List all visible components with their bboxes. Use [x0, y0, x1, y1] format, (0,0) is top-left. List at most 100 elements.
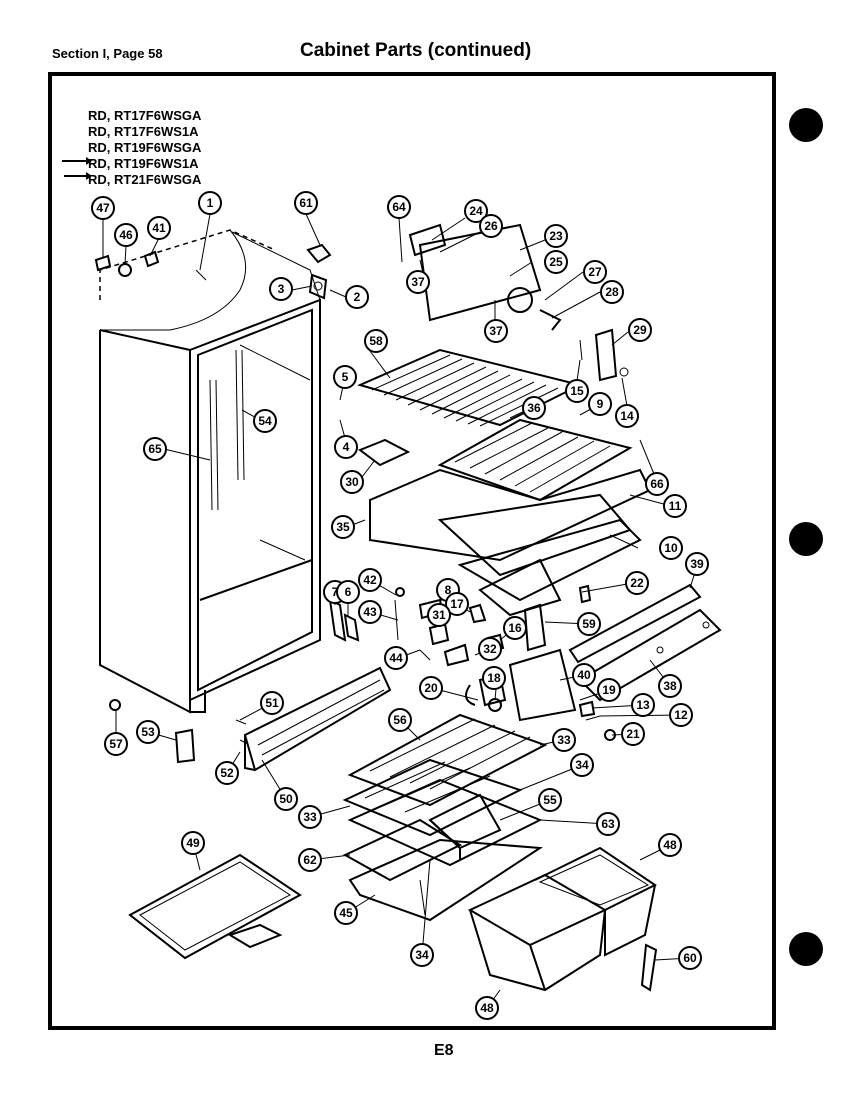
svg-text:12: 12	[674, 708, 688, 722]
svg-text:4: 4	[343, 440, 350, 454]
svg-text:40: 40	[577, 668, 591, 682]
callout: 2	[345, 285, 369, 309]
callout: 34	[410, 943, 434, 967]
svg-text:46: 46	[119, 228, 133, 242]
svg-text:61: 61	[299, 196, 313, 210]
callout: 64	[387, 195, 411, 219]
callout: 37	[406, 270, 430, 294]
svg-text:27: 27	[588, 265, 602, 279]
svg-text:5: 5	[342, 370, 349, 384]
svg-text:1: 1	[207, 196, 214, 210]
svg-text:52: 52	[220, 766, 234, 780]
svg-text:53: 53	[141, 725, 155, 739]
svg-text:33: 33	[557, 733, 571, 747]
callout: 18	[482, 666, 506, 690]
svg-text:13: 13	[636, 698, 650, 712]
svg-text:17: 17	[450, 597, 464, 611]
svg-text:65: 65	[148, 442, 162, 456]
svg-text:30: 30	[345, 475, 359, 489]
svg-text:26: 26	[484, 219, 498, 233]
svg-text:11: 11	[669, 499, 682, 513]
callout: 19	[597, 678, 621, 702]
callout: 17	[445, 592, 469, 616]
svg-text:43: 43	[363, 605, 377, 619]
callout: 34	[570, 753, 594, 777]
svg-text:19: 19	[602, 683, 616, 697]
callout: 15	[565, 379, 589, 403]
svg-text:55: 55	[543, 793, 557, 807]
svg-text:47: 47	[96, 201, 110, 215]
svg-text:23: 23	[549, 229, 563, 243]
callout: 39	[685, 552, 709, 576]
callout: 12	[669, 703, 693, 727]
freezer-shelf-assembly	[357, 418, 652, 617]
callout: 11	[663, 494, 687, 518]
svg-text:15: 15	[570, 384, 584, 398]
svg-text:29: 29	[633, 323, 647, 337]
svg-text:37: 37	[411, 275, 425, 289]
svg-text:59: 59	[582, 617, 596, 631]
callout: 28	[600, 280, 624, 304]
callout: 32	[478, 637, 502, 661]
callout: 5	[333, 365, 357, 389]
svg-text:50: 50	[279, 792, 293, 806]
callout: 13	[631, 693, 655, 717]
svg-text:63: 63	[601, 817, 615, 831]
svg-text:33: 33	[303, 810, 317, 824]
svg-text:18: 18	[487, 671, 501, 685]
svg-text:31: 31	[432, 608, 446, 622]
arrow-head	[86, 172, 92, 180]
callout: 45	[334, 901, 358, 925]
svg-text:20: 20	[424, 681, 438, 695]
callout: 60	[678, 946, 702, 970]
svg-text:41: 41	[152, 221, 166, 235]
svg-text:60: 60	[683, 951, 697, 965]
svg-text:28: 28	[605, 285, 619, 299]
callout: 49	[181, 831, 205, 855]
svg-text:64: 64	[392, 200, 406, 214]
svg-text:34: 34	[575, 758, 589, 772]
callout: 36	[522, 396, 546, 420]
callout: 26	[479, 214, 503, 238]
callout: 42	[358, 568, 382, 592]
callout: 30	[340, 470, 364, 494]
callout: 44	[384, 646, 408, 670]
callout: 33	[552, 728, 576, 752]
callout: 58	[364, 329, 388, 353]
svg-text:57: 57	[109, 737, 123, 751]
drip-tray	[128, 853, 302, 960]
svg-text:51: 51	[265, 696, 279, 710]
callout: 29	[628, 318, 652, 342]
crisper-drawers	[467, 846, 658, 992]
binder-hole	[789, 522, 823, 556]
side-rails	[568, 583, 722, 702]
callout: 55	[538, 788, 562, 812]
svg-text:48: 48	[663, 838, 677, 852]
callout: 51	[260, 691, 284, 715]
svg-text:42: 42	[363, 573, 377, 587]
svg-text:14: 14	[620, 409, 634, 423]
svg-text:35: 35	[336, 520, 350, 534]
model-item: RD, RT19F6WS1A	[88, 156, 199, 171]
callout: 41	[147, 216, 171, 240]
section-page-label: Section I, Page 58	[52, 46, 163, 61]
svg-text:39: 39	[690, 557, 704, 571]
callout: 33	[298, 805, 322, 829]
svg-text:9: 9	[597, 397, 604, 411]
callout: 47	[91, 196, 115, 220]
callout: 48	[658, 833, 682, 857]
leader-lines	[102, 213, 698, 1009]
callout: 65	[143, 437, 167, 461]
callout: 25	[544, 250, 568, 274]
svg-text:7: 7	[332, 585, 339, 599]
callout: 50	[274, 787, 298, 811]
toe-grille	[243, 666, 392, 772]
wire-shelf	[357, 348, 583, 427]
callout: 52	[215, 761, 239, 785]
svg-text:66: 66	[650, 477, 664, 491]
svg-text:36: 36	[527, 401, 541, 415]
callout: 48	[475, 996, 499, 1020]
small-parts	[94, 250, 207, 281]
callout: 43	[358, 600, 382, 624]
callout: 63	[596, 812, 620, 836]
